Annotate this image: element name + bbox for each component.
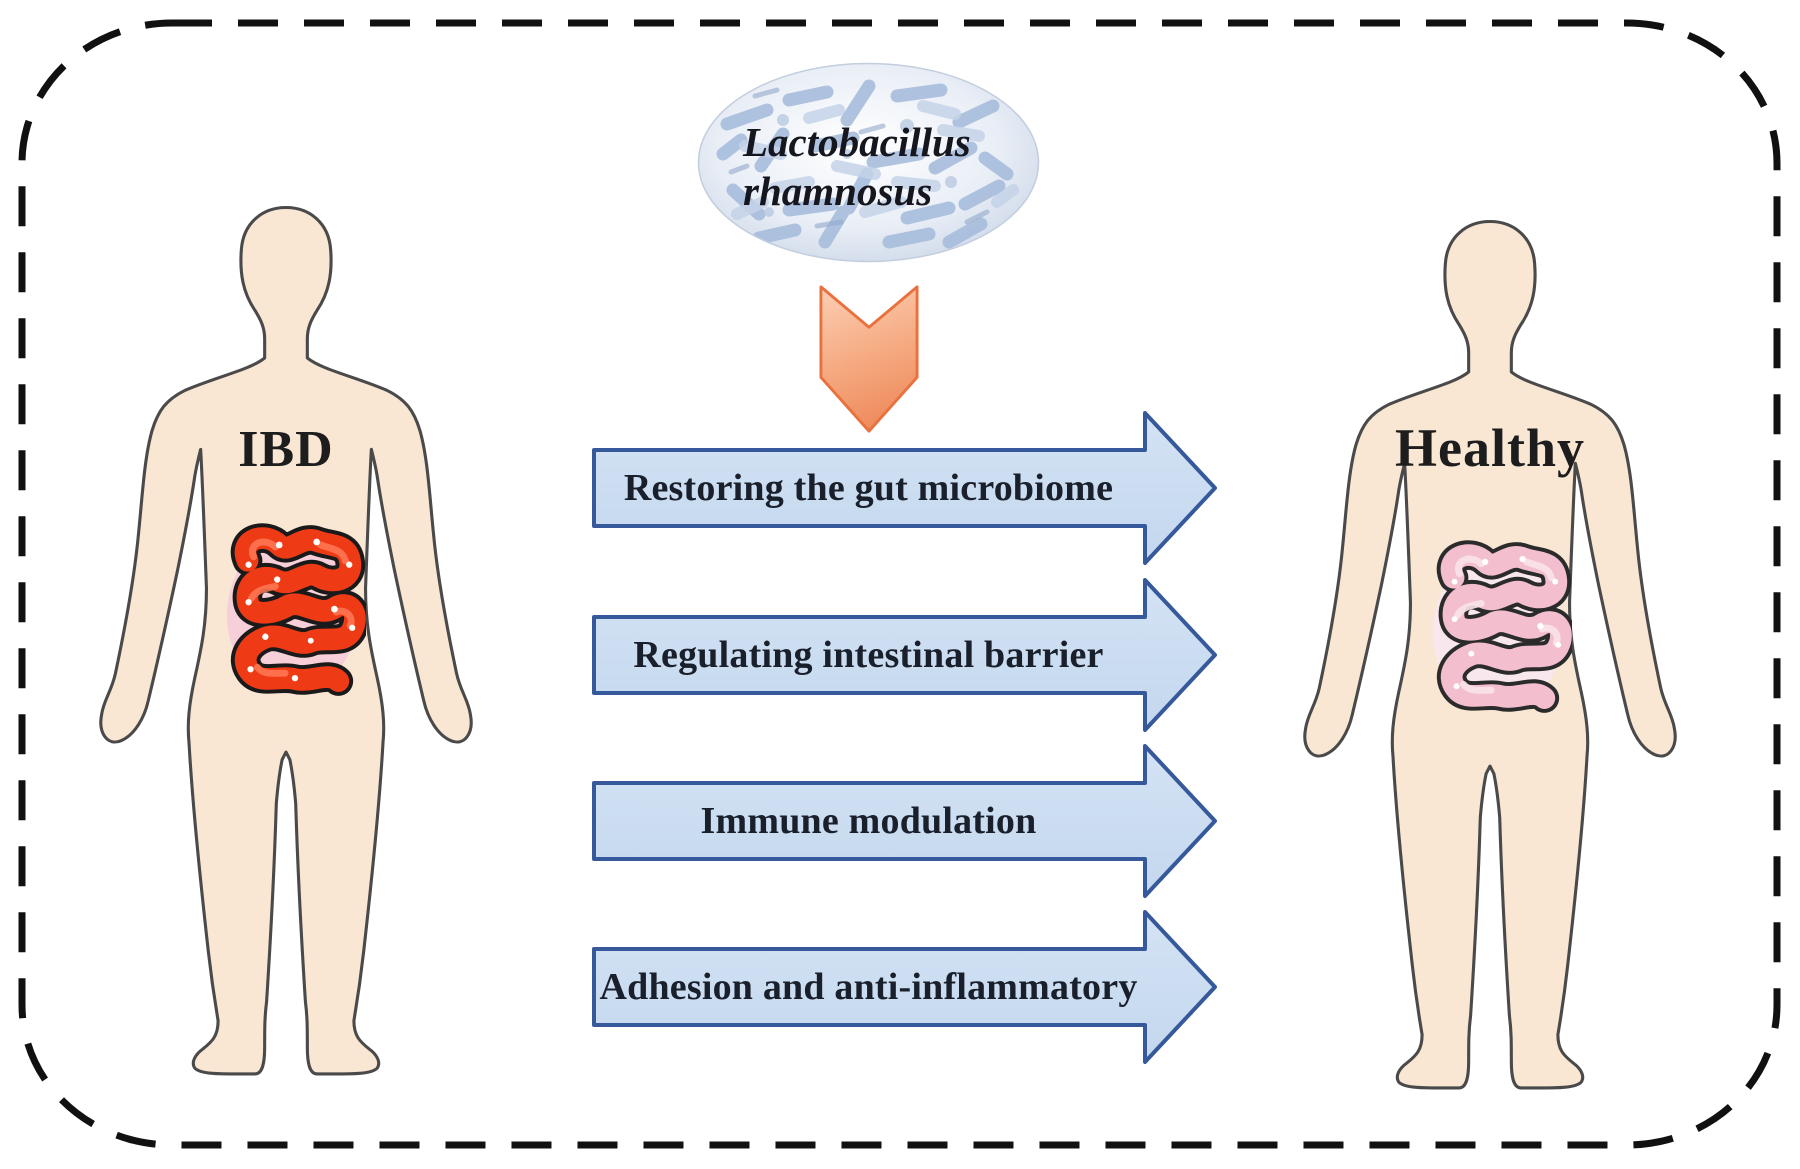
mechanism-arrow-4: Adhesion and anti-inflammatory [592, 909, 1219, 1065]
lactobacillus-caption-line1: Lactobacillus [743, 119, 971, 165]
right-block-arrow-icon [592, 744, 1217, 898]
ibd-person-figure: IBD [92, 198, 480, 1112]
ibd-label: IBD [238, 421, 334, 478]
right-block-arrow-icon [592, 910, 1217, 1064]
lactobacillus-caption-line2: rhamnosus [743, 168, 933, 214]
healthy-intestine-icon [1432, 540, 1572, 713]
mechanism-arrow-1-label: Restoring the gut microbiome [623, 467, 1114, 509]
lactobacillus-oval: Lactobacillus rhamnosus [697, 62, 1040, 263]
mechanism-arrow-3: Immune modulation [592, 743, 1219, 899]
bacteria-micrograph-icon [697, 62, 1040, 263]
mechanism-arrow-2: Regulating intestinal barrier [592, 577, 1219, 733]
right-block-arrow-icon [592, 411, 1217, 565]
mechanism-arrow-2-label: Regulating intestinal barrier [633, 634, 1104, 676]
healthy-person-figure: Healthy [1296, 212, 1684, 1126]
mechanism-arrow-3-label: Immune modulation [700, 800, 1037, 842]
healthy-label: Healthy [1395, 418, 1585, 478]
mechanism-arrow-4-label: Adhesion and anti-inflammatory [599, 966, 1138, 1008]
inflamed-intestine-icon [226, 523, 366, 696]
down-chevron-arrow-icon [819, 285, 919, 433]
lactobacillus-caption: Lactobacillus rhamnosus [743, 118, 971, 216]
right-block-arrow-icon [592, 578, 1217, 732]
mechanism-arrow-1: Restoring the gut microbiome [592, 410, 1219, 566]
